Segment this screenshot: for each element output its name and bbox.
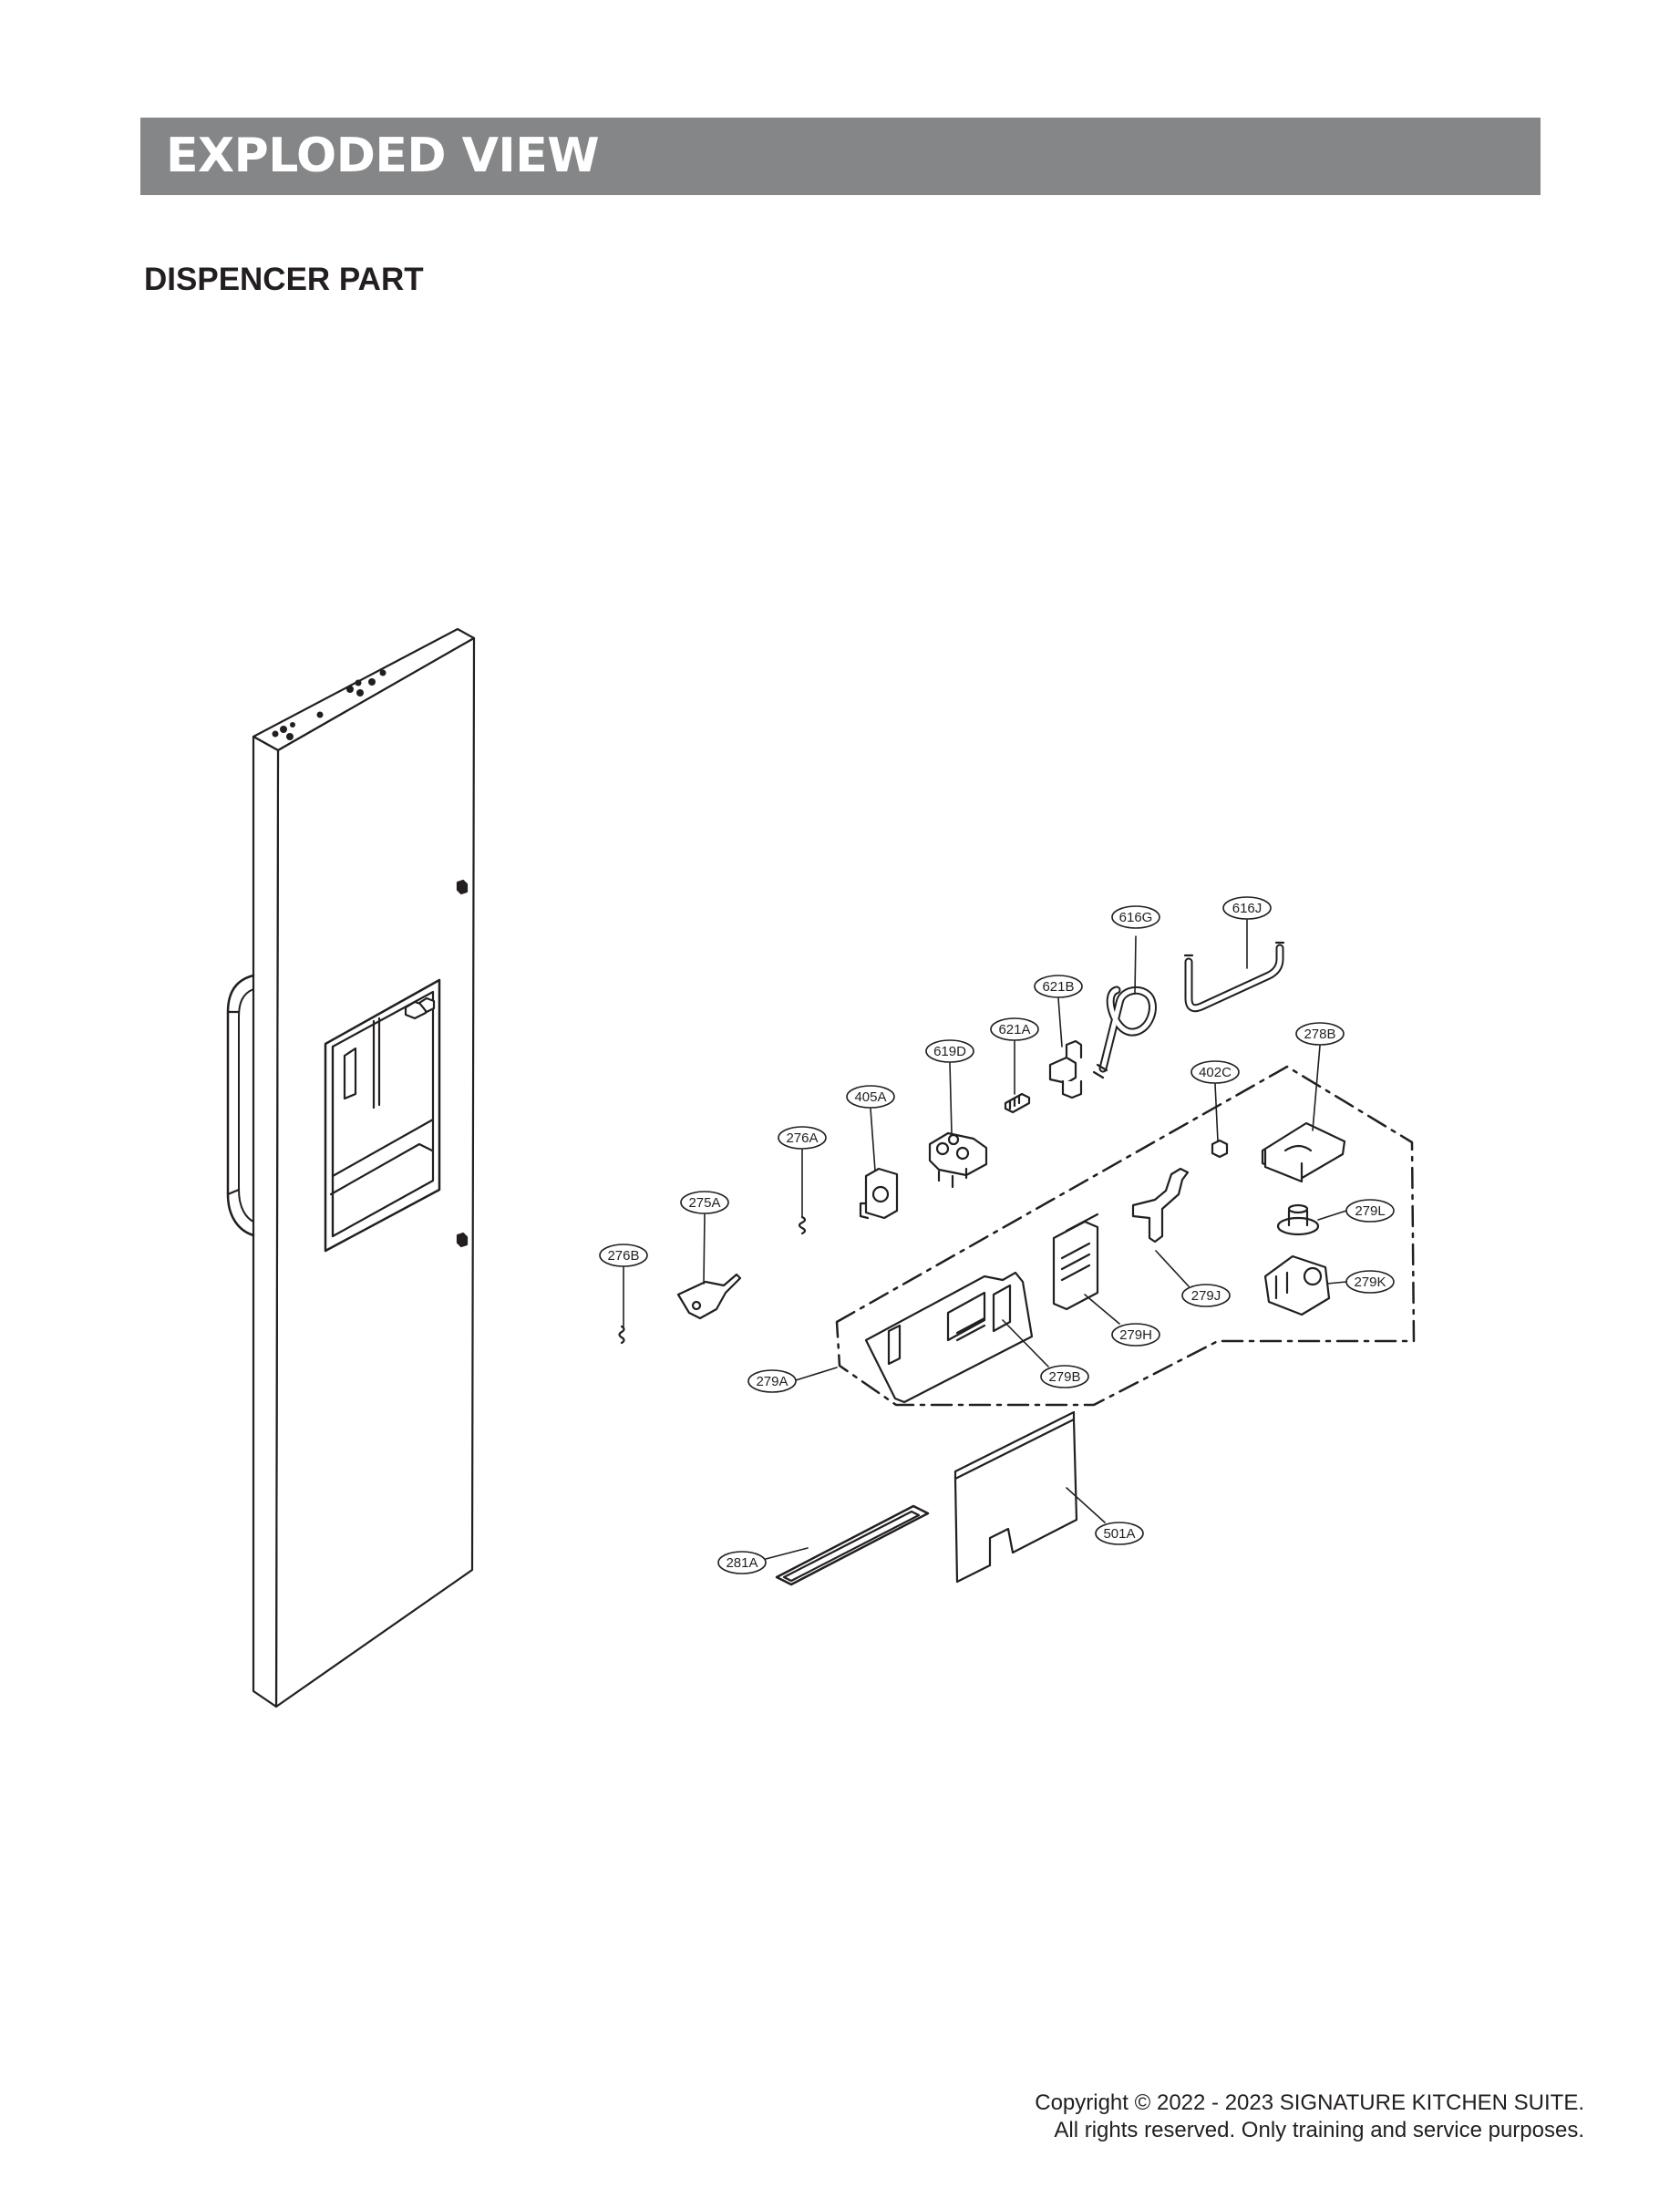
assembly-boundary xyxy=(835,1065,1416,1407)
callout-label: 275A xyxy=(688,1195,720,1211)
callout-275A: 275A xyxy=(680,1191,729,1285)
callout-label: 279A xyxy=(756,1374,788,1389)
callout-619D: 619D xyxy=(925,1039,974,1135)
callout-278B: 278B xyxy=(1295,1022,1345,1131)
callout-label: 405A xyxy=(854,1089,886,1105)
callout-279K: 279K xyxy=(1326,1270,1395,1294)
callout-label: 619D xyxy=(933,1044,966,1059)
callout-279B: 279B xyxy=(1002,1319,1089,1388)
callout-405A: 405A xyxy=(846,1085,895,1171)
callout-label: 279J xyxy=(1191,1288,1221,1304)
copyright-footer: Copyright © 2022 - 2023 SIGNATURE KITCHE… xyxy=(764,2090,1584,2144)
callout-label: 279H xyxy=(1119,1327,1152,1343)
callout-label: 278B xyxy=(1304,1027,1335,1042)
copyright-line: Copyright © 2022 - 2023 SIGNATURE KITCHE… xyxy=(1035,2090,1584,2115)
callout-label: 279L xyxy=(1355,1203,1385,1219)
callout-label: 616J xyxy=(1232,901,1263,916)
callout-621B: 621B xyxy=(1034,975,1083,1048)
callout-279H: 279H xyxy=(1084,1294,1160,1347)
callout-621A: 621A xyxy=(990,1017,1039,1095)
rights-line: All rights reserved. Only training and s… xyxy=(1054,2118,1584,2142)
callout-402C: 402C xyxy=(1190,1060,1240,1142)
header-banner: EXPLODED VIEW xyxy=(140,118,1541,195)
callout-label: 501A xyxy=(1103,1526,1135,1542)
callout-279L: 279L xyxy=(1317,1199,1395,1223)
callout-label: 276B xyxy=(607,1248,639,1264)
door-illustration xyxy=(226,627,476,1708)
callout-616G: 616G xyxy=(1111,905,1160,995)
callout-label: 621B xyxy=(1042,979,1074,995)
parts xyxy=(618,941,1346,1586)
callout-label: 621A xyxy=(998,1022,1030,1037)
callout-label: 276A xyxy=(786,1130,818,1146)
callout-label: 279B xyxy=(1048,1369,1080,1385)
callout-279A: 279A xyxy=(747,1367,838,1393)
callout-label: 281A xyxy=(726,1555,758,1571)
callout-label: 402C xyxy=(1199,1065,1232,1080)
callout-276A: 276A xyxy=(778,1126,827,1218)
callout-label: 279K xyxy=(1354,1275,1386,1290)
callout-281A: 281A xyxy=(717,1547,809,1574)
callout-label: 616G xyxy=(1119,910,1153,925)
callout-279J: 279J xyxy=(1155,1250,1231,1307)
callout-501A: 501A xyxy=(1066,1487,1144,1545)
callout-616J: 616J xyxy=(1222,896,1272,969)
callout-276B: 276B xyxy=(599,1244,648,1327)
section-title: DISPENCER PART xyxy=(144,262,424,297)
page-title: EXPLODED VIEW xyxy=(166,129,600,183)
